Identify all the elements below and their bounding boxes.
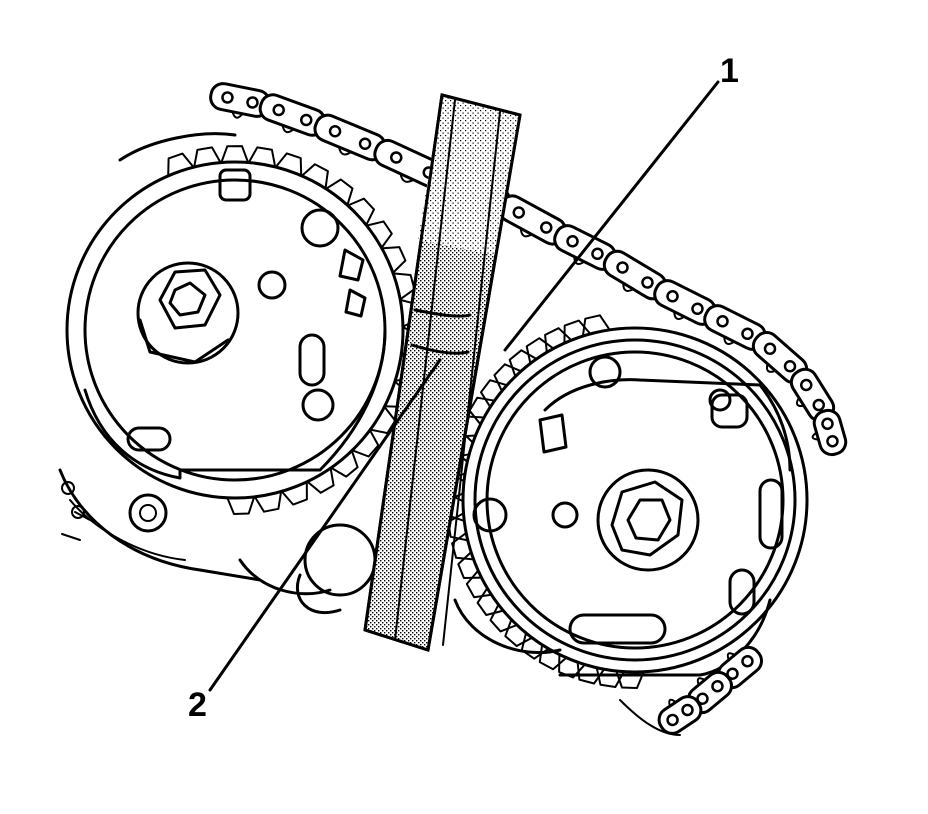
sprocket-tooth [220,145,250,164]
callout-label-2: 2 [188,686,207,724]
chain-link [313,113,387,162]
timing-chain-guide [363,93,522,652]
sprocket-tooth [365,220,393,249]
sprocket-tooth [253,490,283,513]
sprocket-tooth [489,603,518,633]
callout-leader-2 [208,358,442,692]
sprocket-tooth [493,363,522,392]
sprocket-tooth [226,495,256,515]
callout-leader-1 [503,80,720,352]
callout-label-1: 1 [720,52,739,90]
sprocket-tooth [457,551,483,579]
sprocket-tooth [369,405,397,435]
sprocket-tooth [330,449,359,478]
callout-leaders [208,80,720,692]
sprocket-tooth [193,146,222,168]
chain-link [657,695,703,735]
sprocket-tooth [306,467,335,494]
right-camshaft-sprocket [446,314,809,689]
sprocket-tooth [581,314,611,338]
sprocket-tooth [346,197,375,227]
sprocket-tooth [351,429,380,458]
sprocket-tooth [325,178,354,207]
left-camshaft-sprocket [65,132,420,515]
sprocket-tooth [300,163,329,190]
chain-link [811,408,848,457]
sprocket-tooth [563,319,592,345]
sprocket-tooth [274,152,303,177]
sprocket-tooth [380,246,407,274]
sprocket-tooth [247,146,277,168]
sprocket-tooth [504,618,534,647]
sprocket-tooth [167,152,195,177]
timing-chain [209,82,848,735]
sprocket-tooth [392,272,416,301]
sprocket-tooth [280,480,308,506]
